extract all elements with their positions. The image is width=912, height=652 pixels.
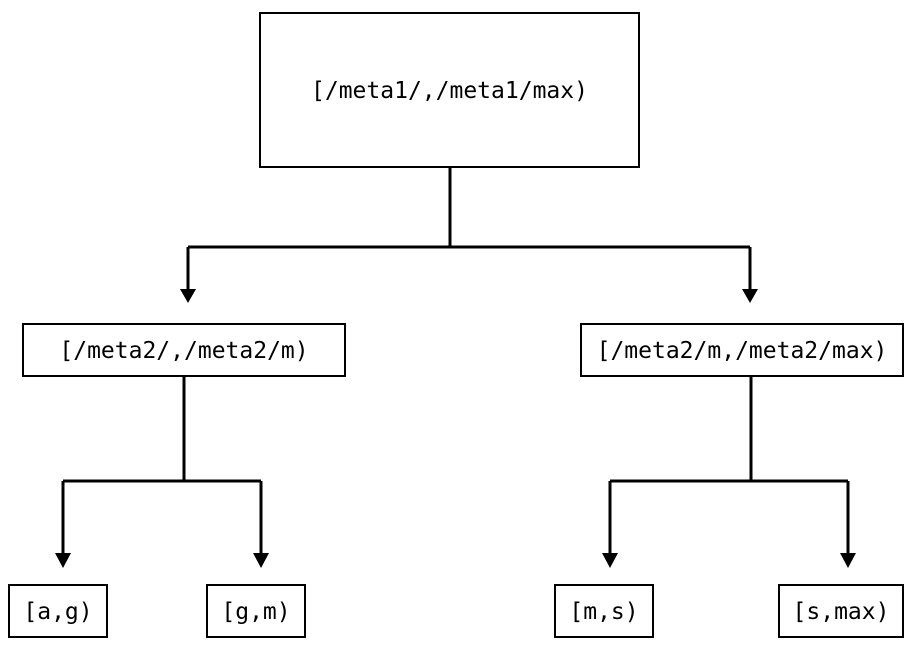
node-leaf-1-label: [a,g): [23, 598, 93, 625]
node-leaf-4-label: [s,max): [792, 598, 890, 625]
node-leaf-2-label: [g,m): [221, 598, 291, 625]
node-mid-right[interactable]: [/meta2/m,/meta2/max): [580, 323, 904, 377]
node-mid-left-label: [/meta2/,/meta2/m): [59, 337, 309, 364]
node-root[interactable]: [/meta1/,/meta1/max): [259, 12, 640, 168]
arrowhead-to-mid-right: [742, 289, 758, 303]
node-mid-right-label: [/meta2/m,/meta2/max): [596, 337, 888, 364]
node-leaf-3[interactable]: [m,s): [554, 584, 654, 638]
arrowhead-to-leaf1: [55, 553, 71, 568]
node-leaf-3-label: [m,s): [569, 598, 639, 625]
node-leaf-1[interactable]: [a,g): [8, 584, 108, 638]
arrowhead-to-mid-left: [180, 289, 196, 303]
node-mid-left[interactable]: [/meta2/,/meta2/m): [22, 323, 346, 377]
node-leaf-2[interactable]: [g,m): [206, 584, 306, 638]
node-root-label: [/meta1/,/meta1/max): [311, 77, 588, 104]
arrowhead-to-leaf3: [602, 553, 618, 568]
arrowhead-to-leaf2: [253, 553, 269, 568]
arrowhead-to-leaf4: [840, 553, 856, 568]
node-leaf-4[interactable]: [s,max): [778, 584, 904, 638]
